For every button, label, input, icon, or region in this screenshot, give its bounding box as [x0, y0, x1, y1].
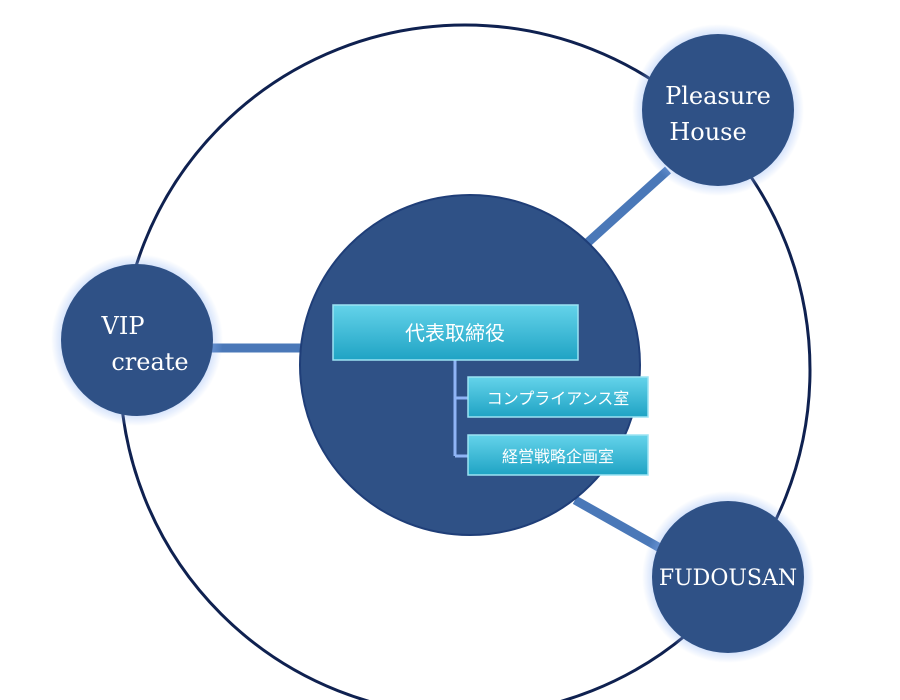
fudousan-node: FUDOUSAN: [642, 491, 814, 663]
connector-fudousan: [572, 496, 663, 552]
representative-director-box: 代表取締役: [332, 304, 579, 361]
vip-create-node: VIP create: [51, 254, 223, 426]
center-circle: [299, 194, 641, 536]
vip-create-line1: VIP: [101, 312, 145, 340]
pleasure-house-node: Pleasure House: [632, 24, 804, 196]
connector-pleasure-house: [581, 166, 672, 249]
pleasure-house-line2: House: [669, 118, 746, 146]
representative-director-label: 代表取締役: [405, 321, 505, 345]
pleasure-house-line1: Pleasure: [665, 82, 771, 110]
fudousan-label: FUDOUSAN: [659, 566, 797, 591]
strategy-office-label: 経営戦略企画室: [502, 447, 614, 466]
compliance-office-box: コンプライアンス室: [467, 376, 649, 418]
strategy-office-box: 経営戦略企画室: [467, 434, 649, 476]
compliance-office-label: コンプライアンス室: [487, 389, 630, 408]
vip-create-line2: create: [111, 348, 188, 376]
